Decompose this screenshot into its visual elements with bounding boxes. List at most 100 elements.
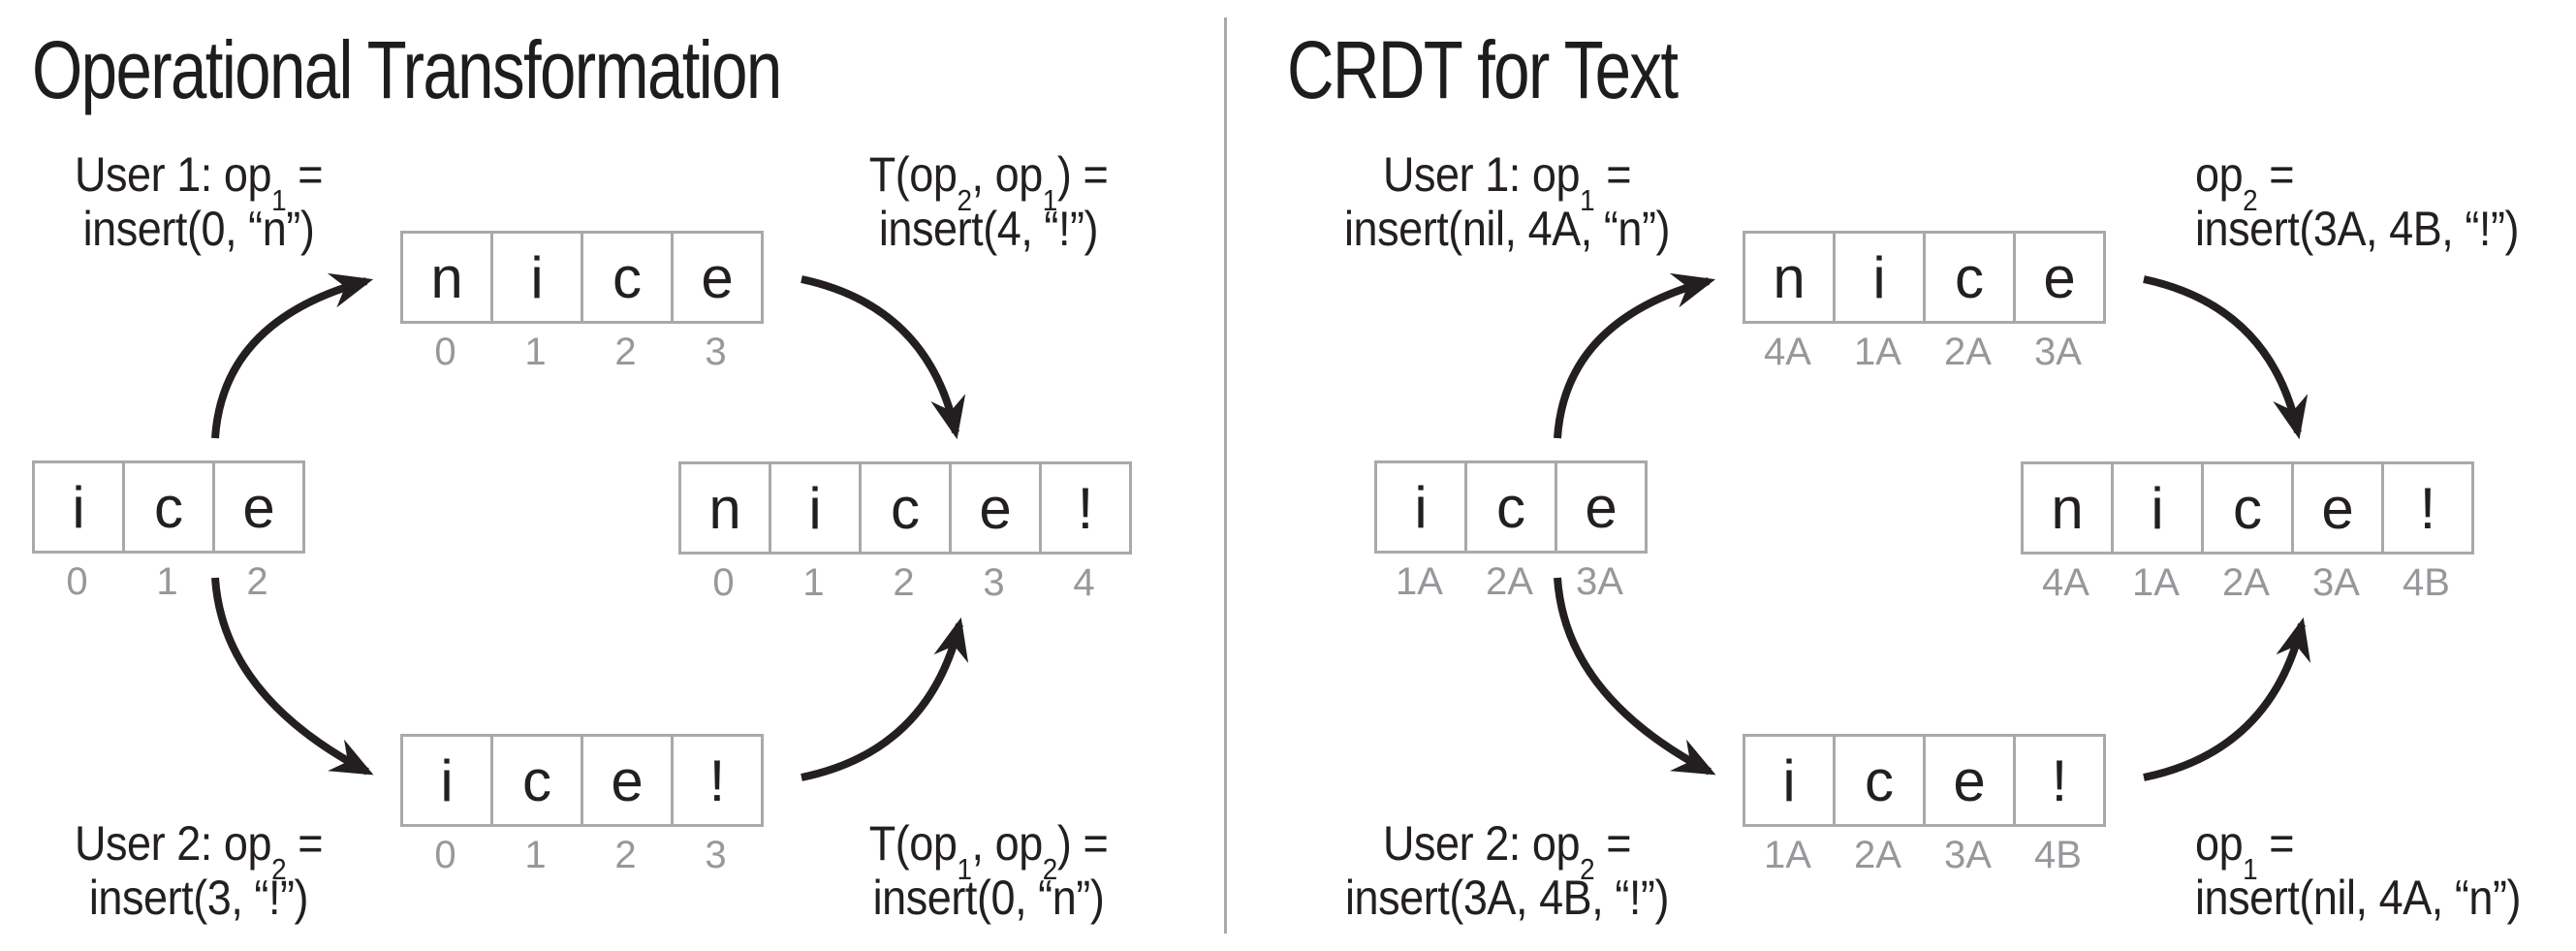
crdt-row-after-user2-ids: 1A 2A 3A 4B: [1743, 836, 2103, 874]
position-id: 0: [434, 834, 456, 876]
char-cell: !: [1039, 461, 1132, 555]
char-cell: i: [1374, 460, 1467, 554]
char-id: 1A: [1396, 560, 1443, 603]
position-id: 2: [614, 834, 637, 876]
char-id: 1A: [1854, 331, 1901, 373]
char-cell: c: [122, 460, 215, 554]
char-cell: n: [400, 231, 493, 324]
position-id: 1: [802, 561, 825, 604]
position-id: 3: [705, 331, 727, 373]
char-cell: c: [2201, 461, 2294, 555]
ot-row-initial: i c e: [32, 460, 305, 554]
char-cell: c: [581, 231, 674, 324]
ot-arrow-transform-top: [801, 275, 966, 440]
position-id: 2: [246, 560, 268, 603]
char-id: 4A: [2042, 561, 2089, 604]
char-id: 4B: [2034, 834, 2082, 876]
char-id: 1A: [1764, 834, 1811, 876]
ot-row-after-user1-ids: 0 1 2 3: [400, 333, 761, 371]
char-cell: e: [2291, 461, 2384, 555]
char-cell: e: [212, 460, 305, 554]
char-id: 4B: [2403, 561, 2450, 604]
char-cell: !: [2381, 461, 2474, 555]
crdt-user1-label: User 1: op1 = insert(nil, 4A, “n”): [1315, 147, 1699, 256]
ot-row-converged-ids: 0 1 2 3 4: [678, 563, 1129, 602]
char-cell: e: [581, 734, 674, 827]
position-id: 0: [712, 561, 735, 604]
char-id: 3A: [1576, 560, 1623, 603]
crdt-row-converged-ids: 4A 1A 2A 3A 4B: [2021, 563, 2471, 602]
ot-arrow-transform-bottom: [801, 617, 969, 781]
label-line: T(op2, op1) =: [868, 147, 1109, 217]
char-id: 3A: [1944, 834, 1992, 876]
char-cell: c: [490, 734, 583, 827]
char-cell: c: [859, 461, 952, 555]
char-cell: i: [2111, 461, 2204, 555]
crdt-panel-title: CRDT for Text: [1287, 24, 1679, 115]
ot-row-after-user2: i c e !: [400, 734, 764, 827]
ot-row-converged: n i c e !: [678, 461, 1132, 555]
label-line: User 1: op1 =: [74, 147, 324, 217]
crdt-row-converged: n i c e !: [2021, 461, 2474, 555]
label-line: insert(0, “n”): [872, 871, 1105, 925]
crdt-row-after-user1-ids: 4A 1A 2A 3A: [1743, 333, 2103, 371]
label-line: T(op1, op2) =: [868, 816, 1109, 886]
label-line: User 1: op1 =: [1382, 147, 1632, 217]
char-id: 2A: [1854, 834, 1901, 876]
char-cell: c: [1464, 460, 1557, 554]
char-cell: e: [1555, 460, 1648, 554]
label-line: op1 =: [2195, 816, 2295, 886]
position-id: 0: [66, 560, 88, 603]
ot-panel-title: Operational Transformation: [32, 24, 782, 115]
panel-divider: [1224, 17, 1227, 934]
label-line: insert(3A, 4B, “!”): [2195, 202, 2520, 256]
char-cell: e: [949, 461, 1042, 555]
label-line: insert(3A, 4B, “!”): [1344, 871, 1670, 925]
position-id: 4: [1073, 561, 1095, 604]
ot-row-initial-ids: 0 1 2: [32, 562, 302, 601]
char-cell: i: [1833, 231, 1926, 324]
ot-row-after-user2-ids: 0 1 2 3: [400, 836, 761, 874]
label-line: insert(nil, 4A, “n”): [1343, 202, 1671, 256]
crdt-op1-label: op1 = insert(nil, 4A, “n”): [2195, 816, 2544, 925]
char-cell: i: [400, 734, 493, 827]
char-id: 2A: [2222, 561, 2270, 604]
char-cell: i: [769, 461, 862, 555]
ot-row-after-user1: n i c e: [400, 231, 764, 324]
position-id: 0: [434, 331, 456, 373]
char-id: 2A: [1486, 560, 1533, 603]
crdt-arrow-user2-op: [1554, 577, 1716, 776]
char-id: 3A: [2034, 331, 2082, 373]
position-id: 3: [705, 834, 727, 876]
char-cell: i: [1743, 734, 1836, 827]
crdt-user2-label: User 2: op2 = insert(3A, 4B, “!”): [1315, 816, 1699, 925]
char-cell: n: [678, 461, 771, 555]
label-line: insert(nil, 4A, “n”): [2195, 871, 2522, 925]
position-id: 1: [524, 834, 547, 876]
char-id: 4A: [1764, 331, 1811, 373]
char-cell: e: [1923, 734, 2016, 827]
crdt-row-initial: i c e: [1374, 460, 1648, 554]
char-cell: c: [1923, 231, 2016, 324]
crdt-row-initial-ids: 1A 2A 3A: [1374, 562, 1645, 601]
ot-user2-label: User 2: op2 = insert(3, “!”): [20, 816, 378, 925]
position-id: 3: [983, 561, 1005, 604]
ot-arrow-user2-op: [211, 577, 374, 776]
crdt-row-after-user1: n i c e: [1743, 231, 2106, 324]
position-id: 1: [156, 560, 178, 603]
char-cell: !: [2013, 734, 2106, 827]
char-id: 3A: [2312, 561, 2360, 604]
crdt-arrow-op2-apply: [2143, 275, 2309, 440]
ot-transform-bottom-label: T(op1, op2) = insert(0, “n”): [810, 816, 1168, 925]
ot-user1-label: User 1: op1 = insert(0, “n”): [20, 147, 378, 256]
crdt-arrow-op1-apply: [2143, 617, 2311, 781]
char-id: 2A: [1944, 331, 1992, 373]
char-cell: i: [32, 460, 125, 554]
label-line: op2 =: [2195, 147, 2295, 217]
position-id: 2: [893, 561, 915, 604]
char-cell: i: [490, 231, 583, 324]
label-line: User 2: op2 =: [1382, 816, 1632, 886]
position-id: 1: [524, 331, 547, 373]
label-line: User 2: op2 =: [74, 816, 324, 886]
